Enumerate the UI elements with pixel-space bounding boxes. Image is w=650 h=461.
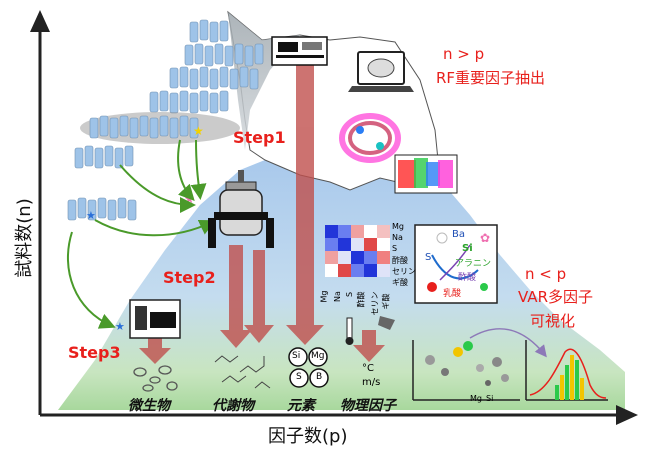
star-icon-yellow: ★ bbox=[193, 124, 204, 138]
step2-label: Step2 bbox=[163, 268, 216, 287]
star-icon-blue: ★ bbox=[86, 209, 96, 222]
mid-right-line1: n < p bbox=[525, 265, 567, 283]
network-label-lactic: 乳酸 bbox=[443, 289, 462, 299]
bottle-cluster-middle bbox=[74, 115, 199, 169]
step2-arrow-a bbox=[220, 245, 252, 348]
correlation-heatmap bbox=[325, 225, 390, 277]
cluster-plot-lower bbox=[394, 154, 458, 194]
scatter-label-si: Si bbox=[486, 394, 494, 403]
heatmap-col-label-na: Na bbox=[332, 291, 342, 302]
heatmap-row-label-acetic: 酢酸 bbox=[392, 256, 408, 265]
step-arrows bbox=[139, 62, 385, 364]
svg-text:✿: ✿ bbox=[480, 231, 490, 245]
scatter-label-mg: Mg bbox=[470, 394, 482, 403]
network-panel: ✿ bbox=[414, 224, 498, 304]
mini-bar-chart bbox=[525, 340, 608, 401]
step3-arrow bbox=[139, 338, 171, 364]
category-microbes: 微生物 bbox=[128, 398, 170, 414]
heatmap-col-label-serine: セリン bbox=[370, 291, 380, 316]
heatmap-col-label-acetic: 酢酸 bbox=[356, 291, 366, 308]
heatmap-row-label-formic: ギ酸 bbox=[392, 278, 408, 287]
y-axis-arrowhead bbox=[30, 10, 50, 32]
physical-arrow bbox=[353, 330, 385, 362]
heatmap-col-label-mg: Mg bbox=[319, 290, 329, 303]
physical-temp: °C bbox=[362, 363, 374, 374]
step2-arrow-b bbox=[244, 250, 274, 343]
network-label-s: S bbox=[425, 252, 432, 263]
step1-label: Step1 bbox=[233, 128, 286, 147]
green-arrow-3 bbox=[119, 164, 196, 213]
category-metabolites: 代謝物 bbox=[212, 398, 254, 414]
element-circles bbox=[288, 347, 329, 388]
element-b: B bbox=[316, 372, 323, 382]
y-axis-label: 試料数(n) bbox=[14, 198, 35, 278]
bottle-cluster-bottom bbox=[67, 197, 137, 221]
cluster-plot-upper bbox=[339, 113, 401, 163]
heatmap-col-label-s: S bbox=[345, 291, 355, 298]
x-axis-label: 因子数(p) bbox=[268, 426, 348, 447]
network-label-ba: Ba bbox=[452, 229, 465, 240]
green-arrow-2 bbox=[190, 139, 207, 200]
thermometer-icon bbox=[345, 316, 395, 345]
green-arrow-1 bbox=[177, 139, 195, 201]
lc-ms-instrument bbox=[271, 36, 328, 66]
top-right-line2: RF重要因子抽出 bbox=[436, 69, 546, 87]
heatmap-row-label-s: S bbox=[392, 244, 398, 253]
heatmap-row-label-mg: Mg bbox=[392, 222, 404, 231]
metabolite-structures bbox=[214, 355, 271, 389]
heatmap-row-label-na: Na bbox=[392, 233, 403, 242]
heatmap-col-label-formic: ギ酸 bbox=[381, 293, 391, 310]
mountain-body bbox=[58, 160, 625, 410]
fermentation-tank bbox=[208, 170, 274, 248]
green-arrow-5 bbox=[66, 231, 116, 329]
top-right-line1: n > p bbox=[443, 45, 485, 63]
step1-arrow bbox=[286, 62, 324, 345]
mid-right-line3: 可視化 bbox=[530, 312, 576, 330]
heatmap-row-label-serine: セリン bbox=[392, 267, 416, 276]
scatter-panel bbox=[412, 328, 547, 401]
physical-speed: m/s bbox=[362, 377, 381, 388]
step3-label: Step3 bbox=[68, 343, 121, 362]
bottle-cluster-top bbox=[149, 19, 264, 114]
element-mg: Mg bbox=[311, 351, 325, 361]
element-si: Si bbox=[292, 351, 301, 361]
mid-right-line2: VAR多因子 bbox=[518, 288, 593, 306]
category-physical: 物理因子 bbox=[340, 398, 396, 414]
element-s: S bbox=[296, 372, 302, 382]
green-arrow-4 bbox=[94, 219, 216, 237]
star-icon-blue-2: ★ bbox=[115, 320, 125, 333]
x-axis-arrowhead bbox=[616, 405, 638, 425]
network-label-acetic: 酢酸 bbox=[458, 273, 477, 283]
sequencer-instrument bbox=[129, 299, 181, 339]
microbe-icons bbox=[133, 365, 178, 392]
network-label-alanine: アラニン bbox=[455, 259, 492, 269]
laptop-icon bbox=[348, 51, 414, 92]
network-label-si: Si bbox=[462, 243, 473, 254]
category-elements: 元素 bbox=[287, 398, 315, 414]
